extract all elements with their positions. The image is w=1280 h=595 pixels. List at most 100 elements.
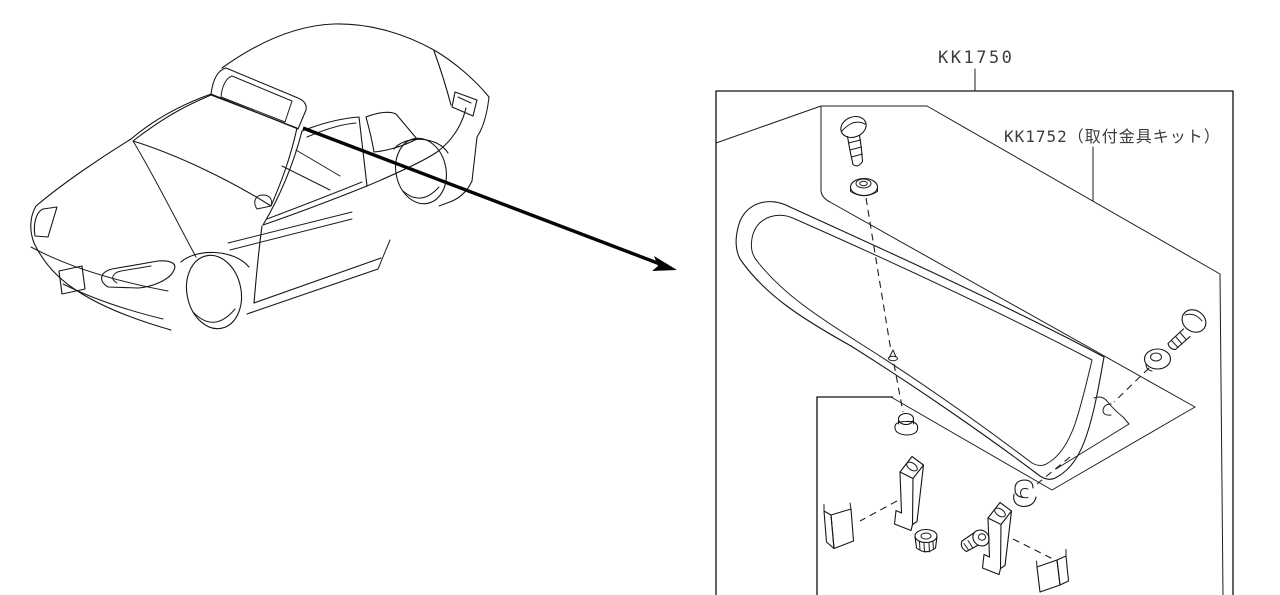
kit-sheet-fold-top: [820, 106, 1196, 408]
hood-left-edge: [35, 138, 132, 207]
box-clip-left-side: [823, 510, 835, 550]
taillight: [451, 91, 478, 117]
door-window: [262, 116, 368, 226]
c-pillar-seam: [433, 50, 452, 106]
dashed-line-top-screw: [865, 197, 904, 413]
part-label-kk1750: KK1750: [938, 48, 1014, 68]
car-illustration: [30, 23, 490, 331]
screw-tip-base: [888, 355, 898, 362]
bracket-left-slot: [906, 461, 918, 472]
door-window-trim: [306, 122, 357, 138]
knurled-nut: [914, 528, 938, 553]
quarter-window: [365, 111, 418, 153]
knurled-nut-body: [914, 535, 938, 553]
front-wheel-arch: [180, 251, 250, 268]
box-clip-right-side: [1056, 555, 1070, 586]
bracket-left: [893, 455, 925, 532]
grommet-center-flange: [894, 420, 919, 436]
grommet-center: [894, 412, 919, 436]
shade-mount-hole: [1102, 403, 1112, 416]
knurled-nut-ridges: [919, 541, 934, 553]
front-bumper: [30, 205, 172, 331]
screw-right-threads: [1171, 332, 1187, 348]
door-window-sill-line: [266, 181, 363, 220]
sub-box-frame: [816, 396, 893, 595]
dashed-line-right-screw: [1113, 367, 1150, 403]
side-mirror: [254, 194, 273, 210]
rear-bumper: [446, 96, 490, 204]
dashed-line-right-bracket: [1012, 538, 1056, 561]
knurled-nut-hole: [920, 532, 932, 540]
roof-shade-band-inner: [220, 75, 293, 123]
washer-right-outer: [1143, 348, 1172, 370]
license-plate: [58, 265, 86, 295]
assembly-dashed-lines: [859, 197, 1150, 561]
screw-top-slot: [841, 121, 866, 132]
box-clip-left-tabs: [823, 502, 852, 512]
side-marker-lamp: [33, 206, 58, 238]
rear-bumper-bottom: [438, 202, 448, 207]
front-bumper-lower: [62, 283, 164, 320]
front-tire-inner: [192, 308, 236, 323]
part-label-kk1752: KK1752（取付金具キット）: [1004, 127, 1221, 146]
flange-nut-top-side: [850, 186, 878, 197]
shade-panel: [735, 201, 1130, 480]
wing-bolt-ridges: [963, 540, 973, 551]
bracket-right: [981, 501, 1013, 576]
box-clip-right-tabs: [1036, 549, 1067, 568]
door-crease-lines: [227, 211, 353, 251]
flange-nut-top: [849, 177, 879, 197]
grommet-right-base: [1013, 493, 1037, 508]
through-glass-lines: [281, 149, 341, 191]
headlight-inner: [112, 265, 152, 284]
washer-right: [1143, 348, 1172, 372]
grommet-right-slot: [1020, 488, 1029, 499]
flange-nut-top-hole: [859, 180, 868, 187]
wing-bolt-body: [960, 531, 979, 553]
roof-shade-band: [210, 67, 307, 130]
flange-nut-top-cap: [855, 178, 872, 189]
bracket-right-body: [987, 510, 1013, 570]
washer-right-flange: [1145, 363, 1153, 372]
grommet-right-dome: [1014, 479, 1034, 499]
kit-sheet-outline: [715, 105, 1224, 595]
screw-right-slot: [1184, 313, 1203, 322]
kit-sheet-fold-bottom: [890, 396, 1196, 491]
pointer-arrowhead: [652, 256, 677, 271]
windshield: [132, 94, 298, 207]
bumper-crease: [30, 246, 169, 292]
wing-bolt: [960, 529, 990, 553]
screw-right: [1167, 309, 1207, 351]
rear-tire-inner: [402, 186, 440, 199]
screw-top-head: [840, 115, 867, 139]
headlight: [101, 260, 176, 289]
grommet-right: [1013, 479, 1037, 508]
taillight-inner: [457, 96, 472, 104]
wing-bolt-hole: [977, 533, 987, 541]
parts-box: KK1750 KK1752（取付金具キット）: [715, 48, 1234, 595]
screw-top-shaft: [846, 134, 864, 167]
sill-rear-edge: [377, 239, 391, 270]
door-front-edge: [253, 225, 263, 304]
bracket-left-body: [899, 464, 925, 526]
shade-end-fold: [1055, 396, 1130, 470]
washer-right-hole: [1150, 352, 1162, 362]
roof-silhouette: [221, 23, 490, 98]
box-clip-right: [1036, 549, 1070, 593]
screw-top: [840, 115, 867, 167]
screw-right-head: [1181, 309, 1207, 333]
screw-tip-marker: [888, 349, 897, 359]
bracket-right-foot: [981, 553, 1002, 576]
shade-inner-rim: [750, 214, 1093, 466]
bracket-right-slot: [994, 507, 1006, 518]
pointer-arrow-shaft: [302, 126, 661, 266]
pointer-arrow: [302, 126, 677, 271]
shade-outline: [735, 201, 1105, 480]
box-clip-left: [823, 502, 855, 550]
hood-seam: [132, 140, 197, 258]
kit-boundary-sheet: [715, 105, 1224, 595]
sill-lines: [246, 257, 382, 315]
